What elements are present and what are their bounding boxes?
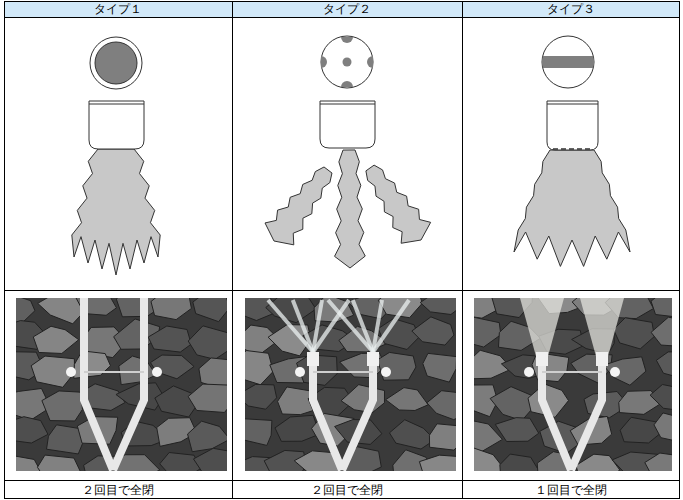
- nozzle-face-type3: [542, 36, 594, 88]
- photo: [245, 298, 456, 471]
- water-spray: [265, 167, 332, 245]
- photo: [474, 298, 672, 471]
- column-header: タイプ３: [547, 2, 595, 16]
- table-cell: １回目で全閉: [535, 483, 607, 497]
- water-spray: [335, 150, 366, 268]
- table-cell: ２回目で全閉: [311, 483, 383, 497]
- water-spray: [514, 150, 630, 266]
- nozzle-body: [89, 101, 598, 150]
- table-grid: [4, 1, 680, 499]
- column-header: タイプ１: [94, 2, 142, 16]
- water-spray: [366, 165, 431, 243]
- header-band: [4, 1, 680, 17]
- column-header: タイプ２: [323, 2, 371, 16]
- photo: [16, 298, 227, 471]
- nozzle-face-type2: [321, 36, 373, 88]
- water-spray: [72, 149, 160, 275]
- nozzle-face-type1: [90, 37, 142, 89]
- table-cell: ２回目で全閉: [82, 483, 154, 497]
